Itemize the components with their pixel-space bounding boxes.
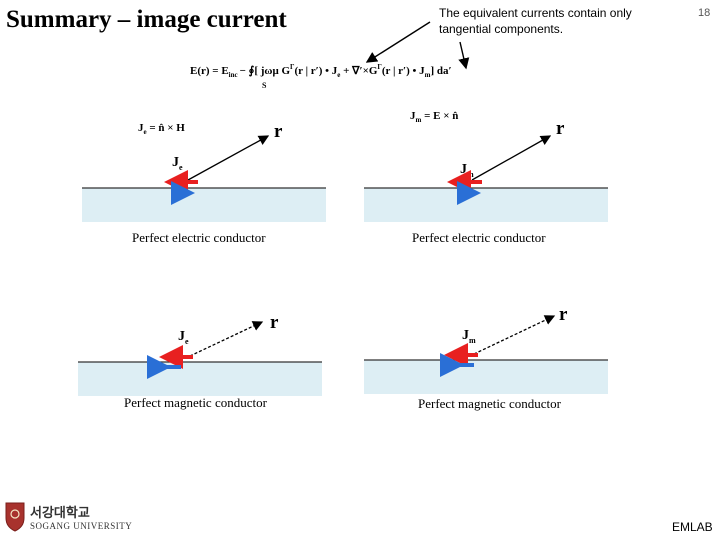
- eq-body-4: (r | r′) • J: [382, 65, 425, 77]
- eq-gamma-sup-1: Γ: [290, 63, 295, 71]
- eq-je-sub-e: e: [144, 128, 147, 136]
- panel-pmc-je: r Je: [78, 312, 322, 396]
- observation-vector-dashed: [189, 321, 264, 357]
- r-label: r: [559, 304, 568, 325]
- page-number: 18: [698, 7, 711, 19]
- eq-je-j: J: [138, 122, 144, 134]
- eq-jm-definition: Jm = E × n̂: [410, 110, 458, 124]
- je-label-j: J: [178, 329, 185, 344]
- conductor-surface: [364, 188, 608, 222]
- eq-end: ] da′: [431, 65, 452, 77]
- conductor-surface: [364, 360, 608, 394]
- je-label: Je: [178, 329, 189, 346]
- jm-label: Jm: [460, 162, 474, 179]
- observation-vector: [187, 135, 270, 181]
- je-label: Je: [172, 155, 183, 172]
- r-label: r: [274, 121, 283, 142]
- panel-pec-jm: r Jm: [364, 118, 608, 222]
- eq-surface-label: S: [262, 81, 267, 90]
- svg-text:E(r) = Einc− ∮[ jωμ GΓ(r | r′): E(r) = Einc− ∮[ jωμ GΓ(r | r′) • Je + ∇′…: [190, 63, 452, 79]
- observation-vector: [471, 135, 552, 181]
- jm-label-j: J: [462, 328, 469, 343]
- eq-body-3: + ∇′×G: [340, 65, 377, 77]
- je-label-j: J: [172, 155, 179, 170]
- jm-label-sub: m: [469, 336, 476, 345]
- eq-je-rest: = n̂ × H: [147, 122, 186, 134]
- conductor-surface: [82, 188, 326, 222]
- eq-gamma-sup-2: Γ: [377, 63, 382, 71]
- je-label-sub: e: [179, 163, 183, 172]
- jm-label: Jm: [462, 328, 476, 345]
- eq-jm-sub: m: [425, 71, 431, 79]
- conductor-surface: [78, 362, 322, 396]
- je-label-sub: e: [185, 337, 189, 346]
- r-label: r: [556, 118, 565, 139]
- eq-lhs: E(r) = E: [190, 65, 229, 77]
- caption-pec-left: Perfect electric conductor: [132, 230, 266, 245]
- eq-operator: − ∮: [240, 65, 255, 77]
- note-pointer-arrow-1: [365, 21, 431, 63]
- eq-body-2: (r | r′) • J: [295, 65, 338, 77]
- eq-jm-sub-m: m: [416, 116, 422, 124]
- jm-label-j: J: [460, 162, 467, 177]
- panel-pec-je: r Je: [82, 121, 326, 222]
- eq-body: [ jωμ G: [254, 65, 290, 77]
- eq-je-definition: Je = n̂ × H: [138, 122, 185, 136]
- university-name-korean: 서강대학교: [30, 505, 90, 520]
- caption-pec-right: Perfect electric conductor: [412, 230, 546, 245]
- jm-label-sub: m: [467, 170, 474, 179]
- main-equation: E(r) = Einc− ∮[ jωμ GΓ(r | r′) • Je + ∇′…: [190, 63, 452, 90]
- eq-je-sub: e: [337, 71, 340, 79]
- university-logo-icon: [5, 502, 25, 532]
- panel-pmc-jm: r Jm: [364, 304, 608, 394]
- university-name: 서강대학교 SOGANG UNIVERSITY: [30, 502, 132, 531]
- caption-pmc-right: Perfect magnetic conductor: [418, 396, 561, 411]
- note-pointer-arrow-2: [458, 41, 470, 70]
- eq-jm-j: J: [410, 110, 416, 122]
- annotation-note: The equivalent currents contain only tan…: [439, 6, 632, 36]
- footer-lab-name: EMLAB: [672, 520, 713, 534]
- observation-vector-dashed: [473, 315, 556, 355]
- eq-jm-rest: = E × n̂: [421, 110, 458, 122]
- eq-lhs-sub: inc: [229, 71, 238, 79]
- university-name-english: SOGANG UNIVERSITY: [30, 521, 133, 531]
- caption-pmc-left: Perfect magnetic conductor: [124, 395, 267, 410]
- r-label: r: [270, 312, 279, 333]
- page-title: Summary – image current: [6, 6, 287, 33]
